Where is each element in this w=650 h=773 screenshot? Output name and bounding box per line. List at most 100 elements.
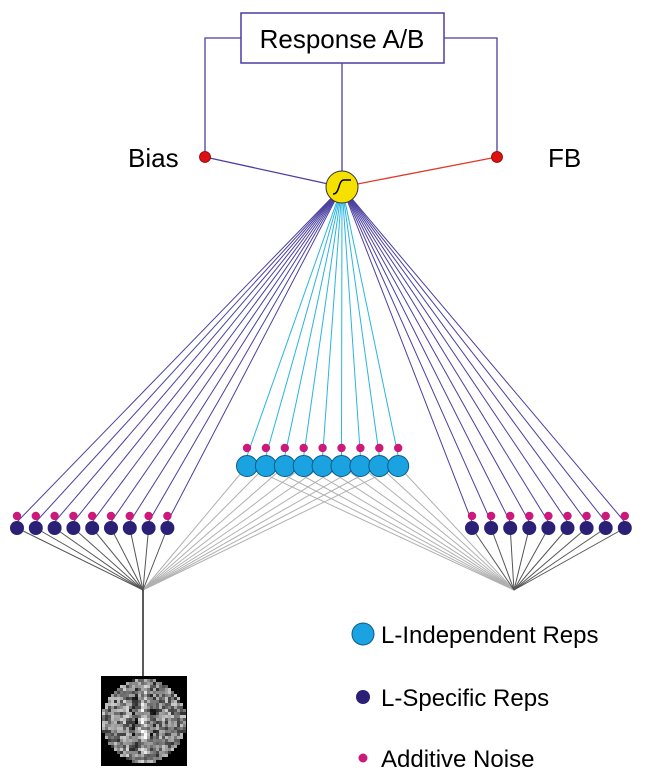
readout-weight <box>148 186 343 523</box>
noise-node <box>242 443 252 453</box>
readout-weight <box>54 186 343 523</box>
fb-node <box>491 151 503 163</box>
noise-node <box>394 443 403 453</box>
readout-weight <box>341 186 607 523</box>
readout-weight <box>341 186 399 457</box>
readout-weight <box>246 186 343 457</box>
bias-response-wire <box>204 37 241 157</box>
readout-weight <box>35 186 343 523</box>
node-layer <box>10 151 632 535</box>
l-independent-unit <box>311 455 334 477</box>
bias-label: Bias <box>128 143 179 173</box>
l-specific-unit <box>598 521 613 535</box>
l-specific-unit <box>560 521 575 535</box>
noise-node <box>144 511 153 521</box>
feedforward-connection <box>91 527 144 591</box>
l-independent-unit <box>236 455 258 477</box>
feedforward-connection <box>142 465 305 591</box>
l-specific-unit <box>541 521 556 535</box>
l-specific-unit <box>85 521 100 535</box>
noise-node <box>375 443 384 453</box>
readout-weight <box>284 186 343 457</box>
feedforward-connection <box>142 465 342 591</box>
readout-weight <box>341 186 380 457</box>
feedforward-connection <box>142 465 399 591</box>
feedforward-connection <box>513 527 587 591</box>
feedforward-connection <box>513 527 568 591</box>
noise-node <box>620 511 629 521</box>
l-specific-unit <box>122 521 137 535</box>
l-specific-unit <box>522 521 537 535</box>
noise-node <box>50 511 59 521</box>
noise-node <box>563 511 572 521</box>
feedforward-connection <box>142 465 248 591</box>
noise-node <box>356 443 365 453</box>
response-box <box>240 12 445 64</box>
legend-l-specific-label: L-Specific Reps <box>381 685 549 712</box>
feedforward-connection <box>73 527 144 591</box>
readout-weight <box>341 186 626 523</box>
readout-weight <box>16 186 343 523</box>
readout-weight <box>166 186 343 523</box>
l-specific-unit <box>104 521 118 535</box>
l-specific-unit <box>579 521 594 535</box>
l-independent-unit <box>368 455 391 477</box>
sigmoid-icon <box>332 179 351 195</box>
feedforward-connection <box>265 465 515 591</box>
l-specific-unit <box>66 521 81 535</box>
noise-node <box>486 511 496 521</box>
noise-node <box>12 511 22 521</box>
readout-weight <box>341 186 361 457</box>
feedforward-connection <box>490 527 515 591</box>
readout-weight <box>341 186 343 457</box>
feedforward-connection <box>513 527 530 591</box>
feedforward-connection <box>16 527 144 591</box>
feedforward-connection <box>509 527 515 591</box>
feedforward-connection <box>142 465 267 591</box>
readout-weight <box>341 186 492 523</box>
noise-node <box>88 511 97 521</box>
feedforward-connection <box>54 527 144 591</box>
feedforward-connection <box>303 465 515 591</box>
l-independent-unit <box>349 455 372 477</box>
noise-node <box>525 511 534 521</box>
feedforward-connection <box>142 527 168 591</box>
feedforward-connection <box>341 465 515 591</box>
response-label: Response A/B <box>260 24 425 54</box>
l-specific-unit <box>484 521 499 535</box>
stimulus-image <box>101 676 187 766</box>
legend-additive-noise-label: Additive Noise <box>381 746 534 773</box>
readout-weight <box>341 186 473 523</box>
noise-node <box>601 511 610 521</box>
feedforward-connection <box>397 465 515 591</box>
decision-unit <box>325 170 359 204</box>
feedforward-connection <box>129 527 144 591</box>
noise-node <box>582 511 591 521</box>
noise-node <box>261 443 271 453</box>
bias-connection <box>204 156 343 188</box>
feedforward-connection <box>513 527 549 591</box>
feedforward-connection <box>513 527 606 591</box>
readout-weight <box>91 186 343 523</box>
bias-node <box>199 151 211 163</box>
readout-weight <box>322 186 343 457</box>
l-specific-unit <box>465 521 479 535</box>
l-specific-unit <box>160 521 175 535</box>
noise-node <box>106 511 116 521</box>
readout-weight <box>110 186 343 523</box>
legend-l-specific-swatch <box>356 690 370 704</box>
noise-node <box>299 443 308 453</box>
readout-weight <box>341 186 511 523</box>
l-specific-unit <box>10 521 24 535</box>
feedforward-connection <box>142 465 323 591</box>
fb-label: FB <box>548 143 581 173</box>
noise-node <box>337 443 346 453</box>
feedforward-connection <box>142 465 361 591</box>
feedforward-connection <box>246 465 515 591</box>
noise-node <box>544 511 553 521</box>
readout-weight <box>341 186 588 523</box>
readout-weight <box>303 186 343 457</box>
noise-node <box>31 511 40 521</box>
legend-l-independent-swatch <box>351 622 375 646</box>
l-independent-unit <box>273 455 296 477</box>
